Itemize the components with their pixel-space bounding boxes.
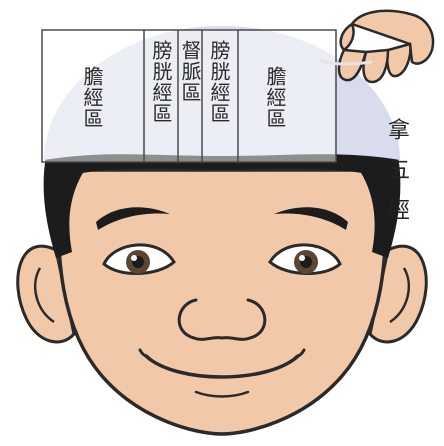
zone-label-gallbladder-left: 膽經區 (80, 66, 104, 129)
nose (177, 298, 267, 341)
zone-label-bladder-left: 膀胱經區 (149, 40, 173, 124)
left-eyebrow (96, 207, 170, 230)
face (56, 168, 388, 436)
right-eyebrow (274, 207, 348, 230)
zone-grid (41, 29, 337, 163)
right-eye (268, 243, 342, 276)
zone-label-gallbladder-right: 膽經區 (263, 66, 287, 129)
left-eye (102, 243, 176, 276)
zone-label-bladder-right: 膀胱經區 (207, 40, 231, 124)
zone-label-du-meridian: 督脈區 (178, 40, 202, 103)
hair (43, 156, 86, 258)
side-title: 拿五經 (384, 118, 409, 238)
mouth (144, 354, 300, 379)
hand-icon (319, 9, 435, 84)
